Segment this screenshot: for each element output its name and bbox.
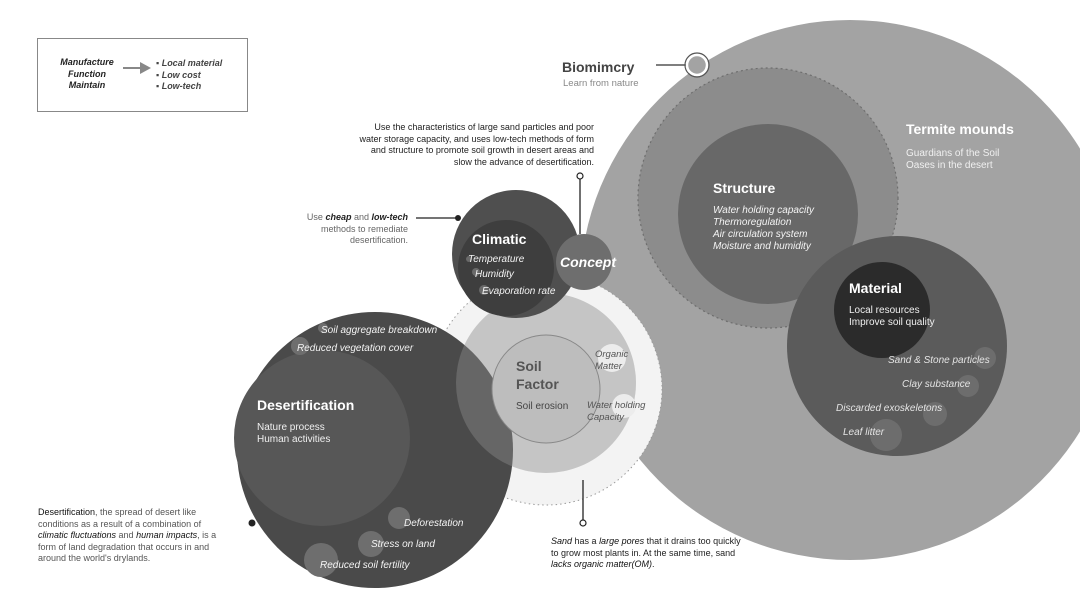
soil-core-ring	[491, 334, 601, 444]
climatic-item: Temperature	[468, 254, 525, 265]
desertification-line: Nature process	[257, 422, 325, 433]
water-bubble	[612, 394, 636, 418]
legend-right-item: ▪ Low cost	[156, 69, 201, 80]
desert-note-text: , is a form of land degradation that occ…	[38, 530, 217, 563]
leaf-bubble	[870, 419, 902, 451]
legend-right-item: ▪ Local material	[156, 58, 223, 68]
sand-note: Sand has a large pores that it drains to…	[551, 536, 741, 571]
climatic-title: Climatic	[472, 231, 527, 247]
material-item: Clay substance	[902, 379, 971, 390]
desertification-item: Reduced soil fertility	[320, 560, 410, 571]
desertification-item: Stress on land	[371, 539, 435, 550]
material-item: Sand & Stone particles	[888, 355, 990, 366]
desertification-item: Soil aggregate breakdown	[321, 325, 438, 336]
material-item: Discarded exoskeletons	[836, 403, 943, 414]
soil-water: Water holding Capacity	[587, 400, 646, 423]
legend-left-list: Manufacture Function Maintain	[58, 57, 116, 92]
sand-note-text: .	[652, 559, 655, 569]
structure-item: Thermoregulation	[713, 217, 792, 228]
cheap-note-text: and	[351, 212, 372, 222]
soil-sub: Soil erosion	[516, 401, 569, 412]
desert-note-text: , the spread of desert like conditions a…	[38, 507, 202, 529]
desertification-note: Desertification, the spread of desert li…	[38, 507, 228, 565]
soil-title-line2: Factor	[516, 376, 559, 392]
deforestation-bubble	[388, 507, 410, 529]
legend-left-item: Manufacture	[60, 57, 114, 67]
stress-bubble	[358, 531, 384, 557]
aggregate-bubble	[318, 323, 328, 333]
desertification-title: Desertification	[257, 397, 355, 413]
desertification-line: Human activities	[257, 434, 331, 445]
sand-connector-node	[579, 519, 587, 527]
human-keyword: human impacts	[136, 530, 198, 540]
climatic-item: Evaporation rate	[482, 286, 556, 297]
material-item: Leaf litter	[843, 427, 885, 438]
desert-note-text: and	[116, 530, 137, 540]
material-line: Local resources	[849, 305, 920, 316]
termite-line: Oases in the desert	[906, 160, 993, 171]
cheap-note-text: Use	[306, 212, 326, 222]
arrow-right-icon	[123, 62, 151, 74]
material-core	[834, 262, 930, 358]
structure-circle	[678, 124, 858, 304]
cheap-note-text: methods to remediate desertification.	[320, 223, 408, 246]
desertification-item: Reduced vegetation cover	[297, 343, 414, 354]
temperature-bubble	[466, 256, 472, 262]
structure-title: Structure	[713, 180, 776, 196]
material-title: Material	[849, 280, 902, 296]
desertification-item: Deforestation	[404, 518, 464, 529]
sand-note-text: has a	[572, 536, 600, 546]
fertility-bubble	[304, 543, 338, 577]
climatic-keyword: climatic fluctuations	[38, 530, 117, 540]
cheap-note: Use cheap and low-tech methods to remedi…	[296, 212, 408, 247]
evaporation-bubble	[479, 285, 489, 295]
desert-connector-node	[248, 519, 256, 527]
structure-item: Air circulation system	[713, 229, 808, 240]
legend-left-item: Maintain	[68, 80, 106, 90]
sand-keyword: Sand	[551, 536, 573, 546]
concept-circle	[556, 234, 612, 290]
organic-bubble	[598, 344, 626, 372]
climatic-item: Humidity	[475, 269, 514, 280]
sand-bubble	[974, 347, 996, 369]
biomimcry-node	[685, 53, 709, 77]
concept-connector-node	[576, 172, 584, 180]
legend-left-item: Function	[68, 68, 106, 79]
legend-box: Manufacture Function Maintain ▪ Local ma…	[37, 38, 248, 112]
clay-bubble	[957, 375, 979, 397]
concept-note: Use the characteristics of large sand pa…	[359, 122, 594, 167]
termite-title: Termite mounds	[906, 121, 1014, 137]
cheap-connector-node	[455, 215, 461, 221]
humidity-bubble	[472, 268, 480, 276]
desertification-inner	[234, 350, 410, 526]
structure-item: Moisture and humidity	[713, 241, 811, 252]
cheap-keyword: cheap	[325, 212, 352, 222]
soil-title-line1: Soil	[516, 358, 542, 374]
legend-right-list: ▪ Local material ▪ Low cost ▪ Low-tech	[156, 58, 222, 93]
exoskeleton-bubble	[923, 402, 947, 426]
lowtech-keyword: low-tech	[371, 212, 408, 222]
concept-label: Concept	[560, 254, 616, 270]
vegetation-bubble	[291, 337, 309, 355]
material-line: Improve soil quality	[849, 317, 935, 328]
biomimcry-subtitle: Learn from nature	[563, 78, 639, 89]
sand-note-text: that it drains too quickly to grow most …	[551, 536, 741, 558]
om-keyword: lacks organic matter(OM)	[551, 559, 653, 569]
biomimcry-title: Biomimcry	[562, 59, 635, 75]
soil-organic: Organic Matter	[595, 349, 629, 372]
pores-keyword: large pores	[599, 536, 645, 546]
desert-keyword: Desertification	[38, 507, 96, 517]
structure-item: Water holding capacity	[713, 205, 814, 216]
termite-line: Guardians of the Soil	[906, 148, 1000, 159]
biomimcry-node-outline	[684, 52, 710, 78]
legend-right-item: ▪ Low-tech	[156, 81, 202, 91]
